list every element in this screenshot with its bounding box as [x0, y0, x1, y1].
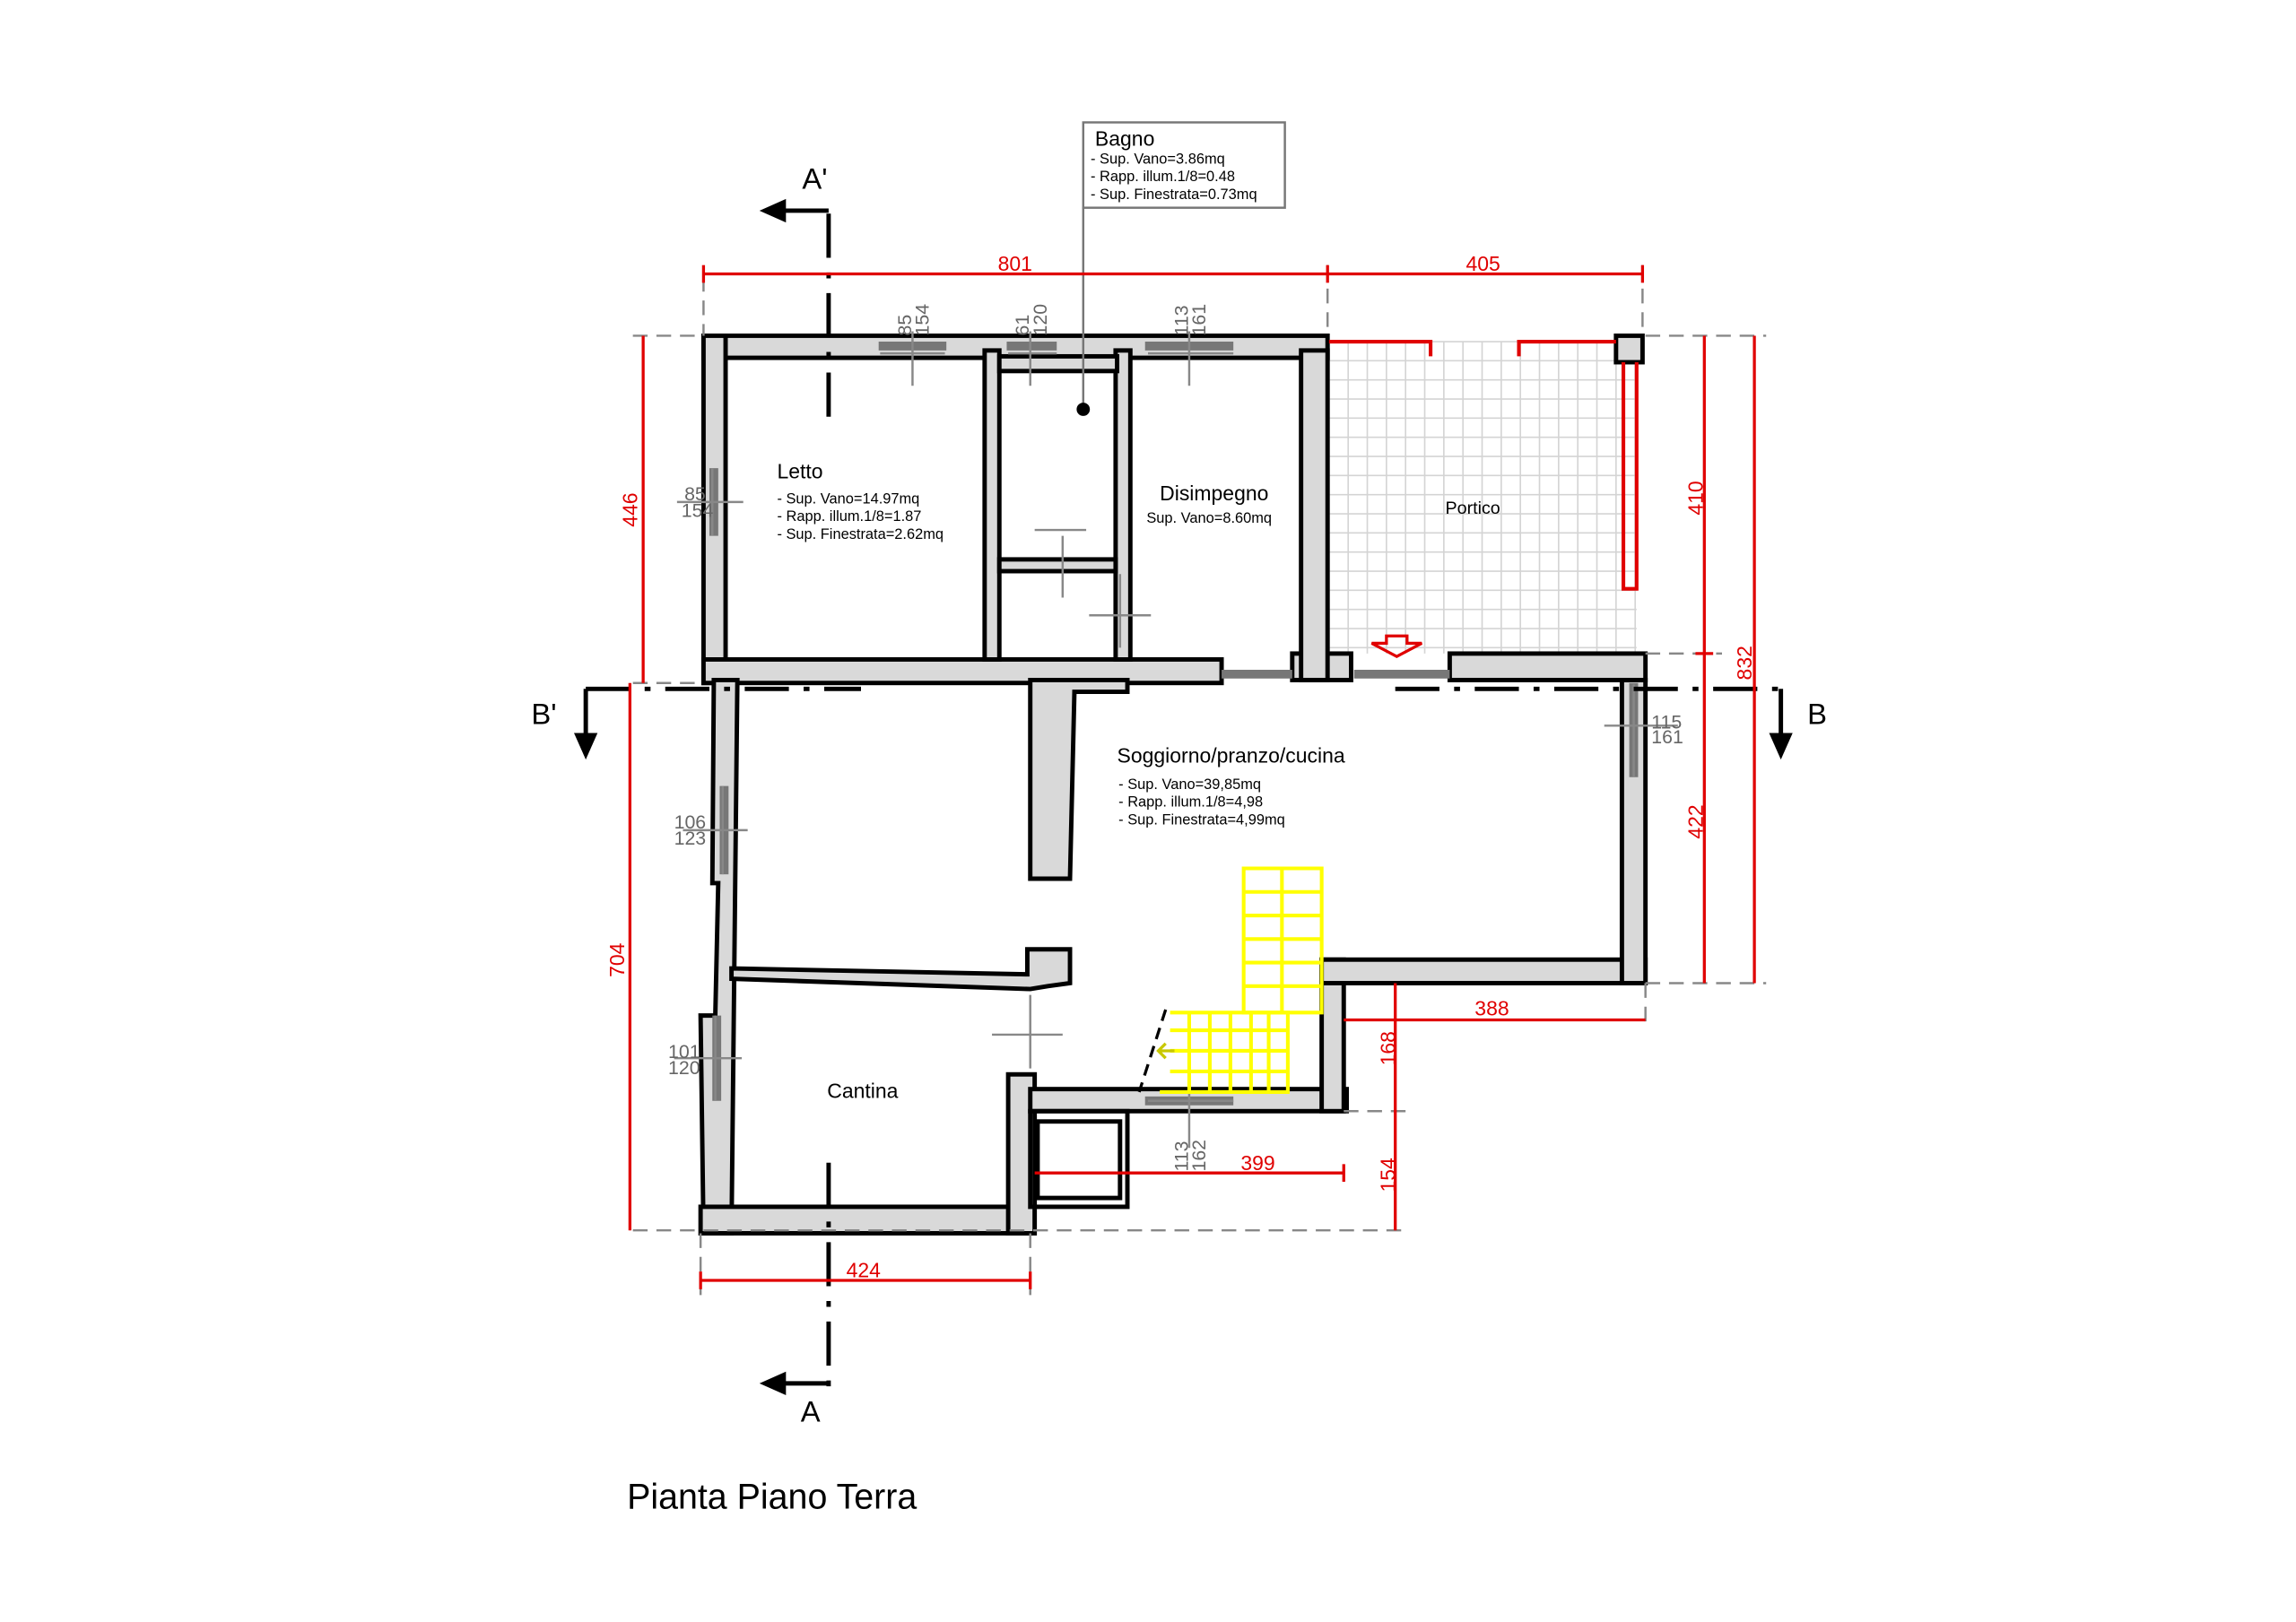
dim-step-horizontal: 388 — [1474, 997, 1509, 1020]
walls — [698, 333, 1648, 1236]
svg-text:161: 161 — [1188, 304, 1210, 336]
window-label: 115 — [1651, 712, 1682, 733]
wall-disimpegno-right — [1299, 348, 1330, 682]
window-label: 101 — [668, 1041, 700, 1063]
room-info-line: - Sup. Finestrata=2.62mq — [777, 526, 944, 542]
window-label: 113 161 — [1170, 304, 1210, 336]
window-label: 161 — [1651, 726, 1683, 748]
wall-left-lower — [698, 677, 740, 1236]
room-info-line: - Sup. Finestrata=4,99mq — [1118, 811, 1285, 828]
room-labels: Letto - Sup. Vano=14.97mq - Rapp. illum.… — [777, 460, 1500, 1103]
window-symbols — [674, 331, 1678, 1149]
svg-text:154: 154 — [911, 304, 933, 336]
room-info-line: Sup. Vano=8.60mq — [1146, 510, 1272, 526]
wall-letto-bagno — [982, 348, 1002, 662]
dim-left-lower: 704 — [605, 942, 629, 977]
wall-small-room-inner — [1035, 1119, 1123, 1201]
room-name-soggiorno: Soggiorno/pranzo/cucina — [1118, 743, 1345, 767]
section-label-a-bottom: A — [801, 1395, 821, 1428]
wall-soggiorno-top-right — [1447, 651, 1648, 682]
dim-right-upper: 410 — [1684, 481, 1708, 515]
dim-right-total: 832 — [1733, 646, 1756, 680]
dim-top-right: 405 — [1465, 252, 1500, 275]
window-label: 85 154 — [894, 304, 934, 336]
wall-cantina-bottom — [698, 1204, 1033, 1236]
portico-paving-grid — [1328, 341, 1637, 654]
window-label: 106 — [674, 811, 707, 833]
svg-text:113: 113 — [1170, 305, 1192, 335]
room-info-line: - Sup. Finestrata=0.73mq — [1091, 186, 1257, 203]
wall-small-room — [1028, 1108, 1130, 1210]
svg-text:61: 61 — [1012, 315, 1033, 336]
room-info-line: - Rapp. illum.1/8=0.48 — [1091, 169, 1235, 185]
svg-text:120: 120 — [1030, 304, 1051, 336]
window-label: 61 120 — [1012, 304, 1051, 336]
section-label-b-right: B — [1807, 698, 1827, 731]
window-label: 154 — [682, 499, 714, 521]
drawing-title: Pianta Piano Terra — [627, 1477, 917, 1516]
svg-text:162: 162 — [1188, 1140, 1210, 1172]
room-info-line: - Sup. Vano=3.86mq — [1091, 151, 1225, 167]
bagno-callout: Bagno - Sup. Vano=3.86mq - Rapp. illum.1… — [1076, 121, 1286, 416]
dim-right-lower: 422 — [1684, 804, 1708, 838]
room-info-line: - Sup. Vano=14.97mq — [777, 491, 919, 507]
dim-top-left: 801 — [998, 252, 1032, 275]
dimension-lines: 801 405 446 704 410 422 832 388 168 154 … — [605, 252, 1756, 1289]
room-name-letto: Letto — [777, 460, 822, 483]
dim-lower-horizontal: 399 — [1240, 1151, 1274, 1175]
section-label-b-left: B' — [531, 698, 556, 731]
wall-bagno-disimpegno — [1113, 348, 1133, 662]
window-labels: 85 154 61 120 113 161 85 154 115 161 106… — [668, 304, 1683, 1172]
wall-partition-center — [1028, 677, 1130, 881]
dim-left-upper: 446 — [619, 492, 642, 526]
window-label: 123 — [674, 828, 707, 849]
room-info-line: - Rapp. illum.1/8=4,98 — [1118, 794, 1263, 811]
svg-text:113: 113 — [1170, 1141, 1192, 1172]
room-name-disimpegno: Disimpegno — [1160, 481, 1268, 505]
dim-step-vertical: 168 — [1377, 1031, 1400, 1065]
wall-letto-bottom — [700, 657, 1224, 686]
window-label: 113 162 — [1170, 1140, 1210, 1172]
portico-column — [1613, 333, 1645, 365]
window-label: 120 — [668, 1057, 700, 1079]
wall-bagno-inner — [996, 353, 1119, 374]
staircase — [1137, 866, 1324, 1094]
section-lines: A' A B' B — [531, 161, 1827, 1427]
room-name-bagno: Bagno — [1095, 127, 1154, 151]
svg-text:85: 85 — [894, 315, 916, 336]
dim-lower-vertical: 154 — [1377, 1158, 1400, 1193]
room-name-portico: Portico — [1445, 499, 1500, 518]
room-info-line: - Rapp. illum.1/8=1.87 — [777, 508, 921, 525]
section-label-a-top: A' — [802, 161, 827, 195]
dim-bottom: 424 — [847, 1259, 882, 1282]
room-name-cantina: Cantina — [827, 1080, 898, 1103]
wall-cantina-top — [729, 947, 1073, 992]
wall-step-horizontal — [1319, 957, 1648, 985]
wall-bagno-bottom — [996, 557, 1118, 574]
entrance-arrow — [1370, 634, 1422, 659]
window-label: 85 — [684, 483, 706, 505]
room-info-line: - Sup. Vano=39,85mq — [1118, 776, 1261, 793]
